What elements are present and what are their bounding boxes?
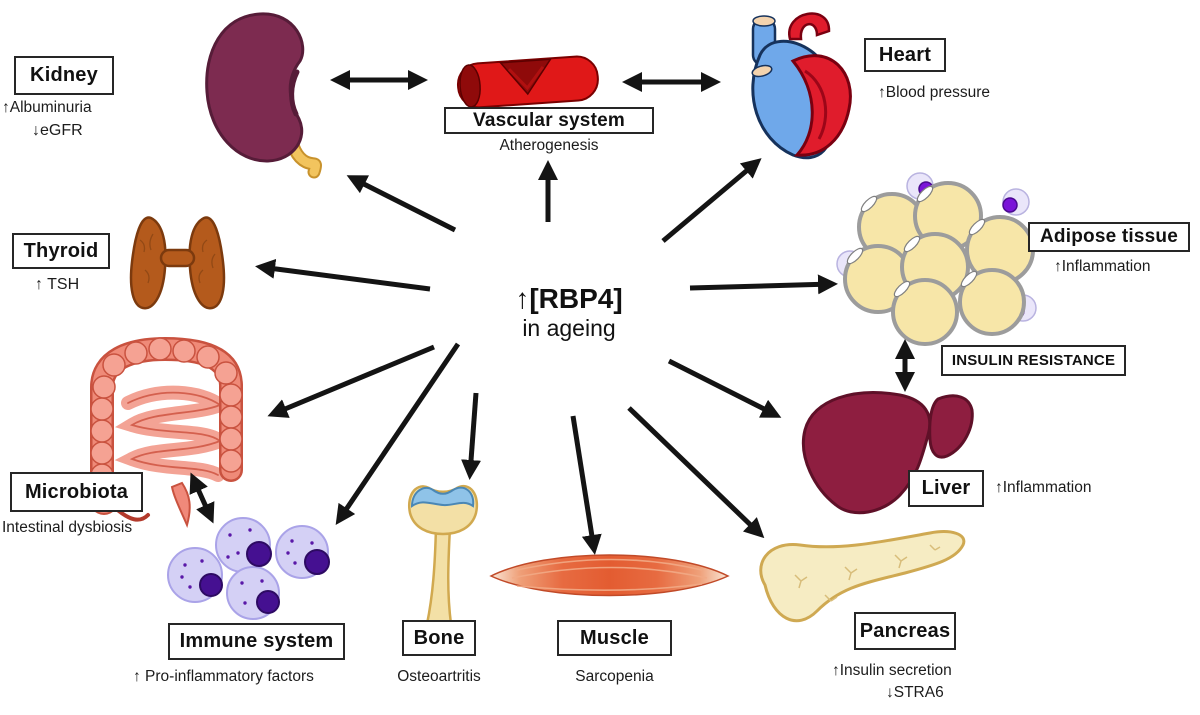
bone-label: Bone bbox=[413, 626, 465, 649]
insulin-resistance-label: INSULIN RESISTANCE bbox=[951, 352, 1116, 369]
central-ageing-text: in ageing bbox=[522, 315, 616, 341]
adipose-label: Adipose tissue bbox=[1040, 226, 1178, 247]
central-statement: ↑[RBP4] in ageing bbox=[478, 283, 660, 342]
rectum bbox=[170, 481, 191, 528]
microbiota-label-box: Microbiota bbox=[10, 472, 143, 512]
muscle-label-box: Muscle bbox=[557, 620, 672, 656]
arrow-center-to-heart bbox=[661, 158, 762, 243]
vascular-label: Vascular system bbox=[473, 109, 625, 131]
bone-effect-osteoartritis: Osteoartritis bbox=[397, 668, 481, 685]
vascular-label-box: Vascular system bbox=[444, 107, 654, 134]
heart-icon bbox=[751, 12, 852, 160]
immune-label-box: Immune system bbox=[168, 623, 345, 660]
immune-label: Immune system bbox=[179, 630, 334, 652]
arrow-center-to-thyroid bbox=[255, 258, 431, 292]
microbiota-label: Microbiota bbox=[24, 480, 129, 503]
pancreas-label-box: Pancreas bbox=[854, 612, 956, 650]
liver-label: Liver bbox=[921, 477, 971, 499]
bone-icon bbox=[407, 485, 479, 626]
pancreas-label: Pancreas bbox=[859, 619, 951, 642]
adipose-tissue-icon bbox=[836, 172, 1037, 346]
muscle-effect-sarcopenia: Sarcopenia bbox=[575, 668, 654, 685]
pancreas-effect-insulin-secretion: ↑Insulin secretion bbox=[832, 662, 952, 679]
arrow-center-to-liver bbox=[667, 358, 782, 418]
liver-effect-inflammation: ↑Inflammation bbox=[995, 479, 1092, 496]
thyroid-effect-tsh: ↑ TSH bbox=[35, 276, 80, 293]
liver-label-box: Liver bbox=[908, 470, 984, 507]
kidney-effect-egfr: ↓eGFR bbox=[32, 122, 83, 139]
kidney-icon bbox=[205, 12, 322, 179]
thyroid-icon bbox=[129, 216, 226, 310]
heart-label: Heart bbox=[878, 43, 932, 66]
intestine-icon bbox=[88, 336, 243, 528]
blood-vessel-icon bbox=[456, 55, 599, 109]
central-rbp4-text: ↑[RBP4] bbox=[515, 283, 623, 314]
liver-icon bbox=[802, 391, 974, 515]
adipose-label-box: Adipose tissue bbox=[1028, 222, 1190, 252]
bone-label-box: Bone bbox=[402, 620, 476, 656]
colon bbox=[88, 336, 243, 522]
thyroid-label: Thyroid bbox=[23, 239, 99, 262]
arrow-center-to-intestine bbox=[267, 344, 435, 418]
pancreas-icon bbox=[759, 530, 966, 623]
small-intestine bbox=[114, 385, 235, 482]
arrow-center-to-muscle bbox=[570, 415, 602, 555]
thyroid-label-box: Thyroid bbox=[12, 233, 110, 269]
kidney-effect-albuminuria: ↑Albuminuria bbox=[2, 99, 92, 116]
muscle-label: Muscle bbox=[579, 626, 649, 649]
arrow-center-to-bone bbox=[461, 392, 482, 480]
arrow-center-to-kidney bbox=[346, 175, 457, 233]
pancreas-effect-stra6: ↓STRA6 bbox=[886, 684, 944, 701]
insulin-resistance-box: INSULIN RESISTANCE bbox=[941, 345, 1126, 376]
immune-cells-icon bbox=[167, 517, 330, 620]
vascular-effect-atherogenesis: Atherogenesis bbox=[499, 137, 599, 154]
heart-effect-blood-pressure: ↑Blood pressure bbox=[878, 84, 991, 101]
adipose-effect-inflammation: ↑Inflammation bbox=[1054, 258, 1151, 275]
immune-effect-proinflammatory: ↑ Pro-inflammatory factors bbox=[133, 668, 314, 685]
arrow-center-to-adipose bbox=[689, 274, 838, 295]
microbiota-effect-dysbiosis: Intestinal dysbiosis bbox=[2, 519, 133, 536]
arrow-center-to-pancreas bbox=[627, 406, 765, 539]
kidney-label: Kidney bbox=[30, 64, 98, 86]
muscle-icon bbox=[489, 554, 730, 597]
heart-label-box: Heart bbox=[864, 38, 946, 72]
kidney-label-box: Kidney bbox=[14, 56, 114, 95]
